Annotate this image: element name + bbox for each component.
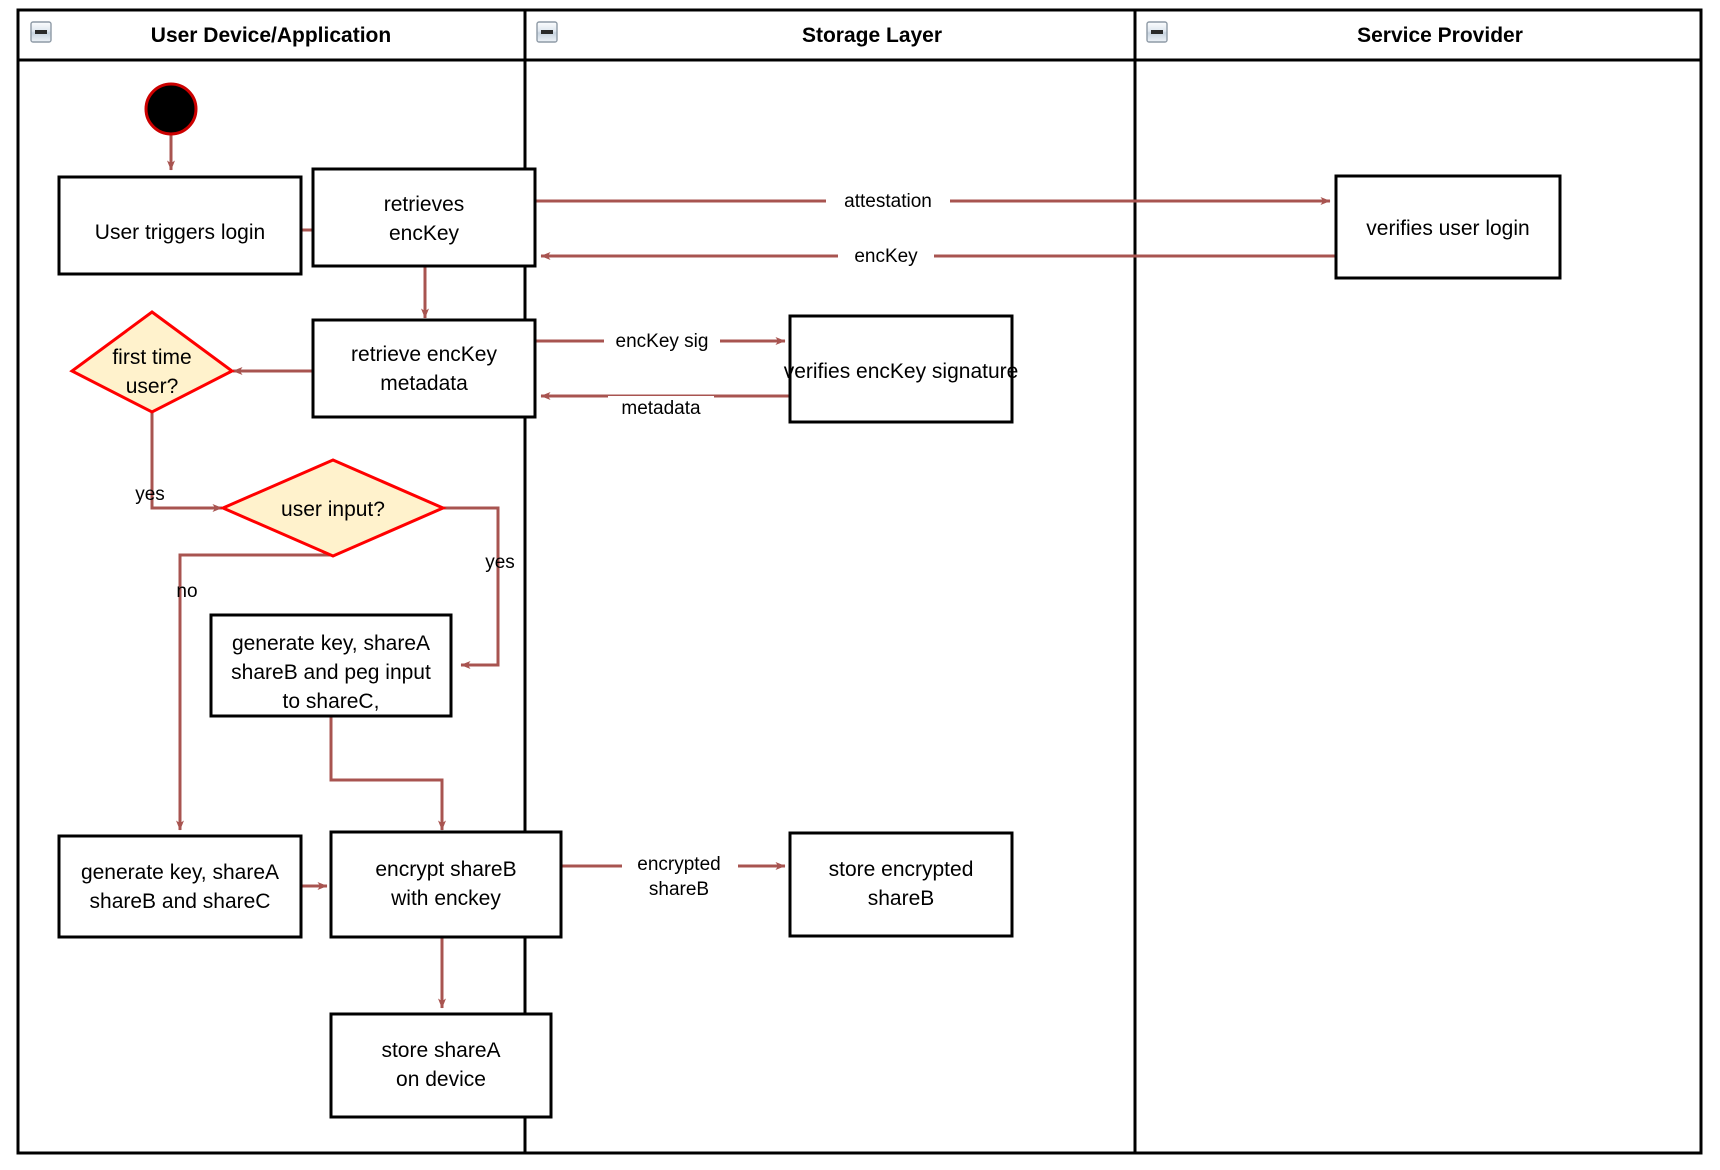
start-node-icon[interactable] [144,82,198,136]
node-verifies-enckey-signature[interactable]: verifies encKey signature [784,314,1019,424]
node-start[interactable] [144,82,198,136]
edge-userinput-no [176,553,333,831]
edge-label-enckey-sig: encKey sig [616,331,709,352]
node-store-sharea[interactable]: store shareA on device [329,1012,553,1119]
node-generate-key-shares[interactable]: generate key, shareA shareB and shareC [57,834,303,939]
node-label-encrypt-shareb-line1: encrypt shareB [375,858,516,881]
node-label-generate-shares-line1: generate key, shareA [81,861,279,884]
node-label-user-input: user input? [281,498,385,521]
node-user-input-decision[interactable]: user input? [219,458,447,558]
node-generate-key-peg[interactable]: generate key, shareA shareB and peg inpu… [209,613,453,718]
node-label-first-time-user-line2: user? [126,375,179,398]
node-label-generate-peg-line2: shareB and peg input [231,661,431,684]
node-encrypt-shareb[interactable]: encrypt shareB with enckey [329,830,563,939]
node-label-store-encrypted-shareb-line1: store encrypted [829,858,974,881]
node-user-triggers-login[interactable]: User triggers login [57,175,303,276]
edge-label-yes-user-input: yes [485,552,515,573]
edge-label-encrypted-shareb-line2: shareB [649,879,709,900]
node-label-generate-shares-line2: shareB and shareC [90,890,271,913]
edge-firsttime-yes [150,412,223,512]
node-label-retrieve-metadata-line1: retrieve encKey [351,343,497,366]
edge-label-metadata: metadata [621,398,701,419]
node-label-user-triggers-login: User triggers login [95,221,265,244]
lane-header-user-device[interactable]: User Device/Application [30,21,391,47]
edge-label-no-user-input: no [176,581,197,602]
node-retrieve-enckey-metadata[interactable]: retrieve encKey metadata [311,318,537,419]
decision-diamond-first-time-user[interactable] [69,310,235,414]
lane-title-service-provider: Service Provider [1357,24,1523,47]
node-store-encrypted-shareb[interactable]: store encrypted shareB [788,831,1014,938]
lane-title-storage: Storage Layer [802,24,942,47]
node-verifies-user-login[interactable]: verifies user login [1334,174,1562,280]
edge-label-attestation: attestation [844,191,932,212]
collapse-minus-icon-bar [35,30,47,34]
edge-label-enckey: encKey [854,246,918,267]
collapse-minus-icon-bar [541,30,553,34]
node-label-first-time-user-line1: first time [112,346,191,369]
node-label-generate-peg-line3: to shareC, [283,690,380,713]
lane-header-storage[interactable]: Storage Layer [536,21,942,47]
node-first-time-user-decision[interactable]: first time user? [69,310,235,414]
node-label-verifies-user-login: verifies user login [1366,217,1529,240]
node-retrieves-enckey[interactable]: retrieves encKey [311,167,537,268]
lane-header-service-provider[interactable]: Service Provider [1146,21,1523,47]
node-label-store-sharea-line1: store shareA [381,1039,500,1062]
edge-label-yes-first-time-user: yes [135,484,165,505]
decision-diamond-user-input[interactable] [219,458,447,558]
node-label-retrieves-enckey-line1: retrieves [384,193,465,216]
node-label-verifies-enckey-signature: verifies encKey signature [784,360,1019,383]
node-label-store-sharea-line2: on device [396,1068,486,1091]
edge-peg-to-encrypt [329,716,446,831]
node-label-retrieves-enckey-line2: encKey [389,222,460,245]
edge-userinput-yes [443,506,500,669]
node-label-generate-peg-line1: generate key, shareA [232,632,430,655]
node-label-store-encrypted-shareb-line2: shareB [868,887,935,910]
node-label-encrypt-shareb-line2: with enckey [390,887,501,910]
edge-label-layer: attestation encKey encKey sig metadata e… [135,189,950,900]
lane-title-user-device: User Device/Application [151,24,391,47]
collapse-minus-icon-bar [1151,30,1163,34]
edge-label-encrypted-shareb-line1: encrypted [637,854,720,875]
node-label-retrieve-metadata-line2: metadata [380,372,468,395]
